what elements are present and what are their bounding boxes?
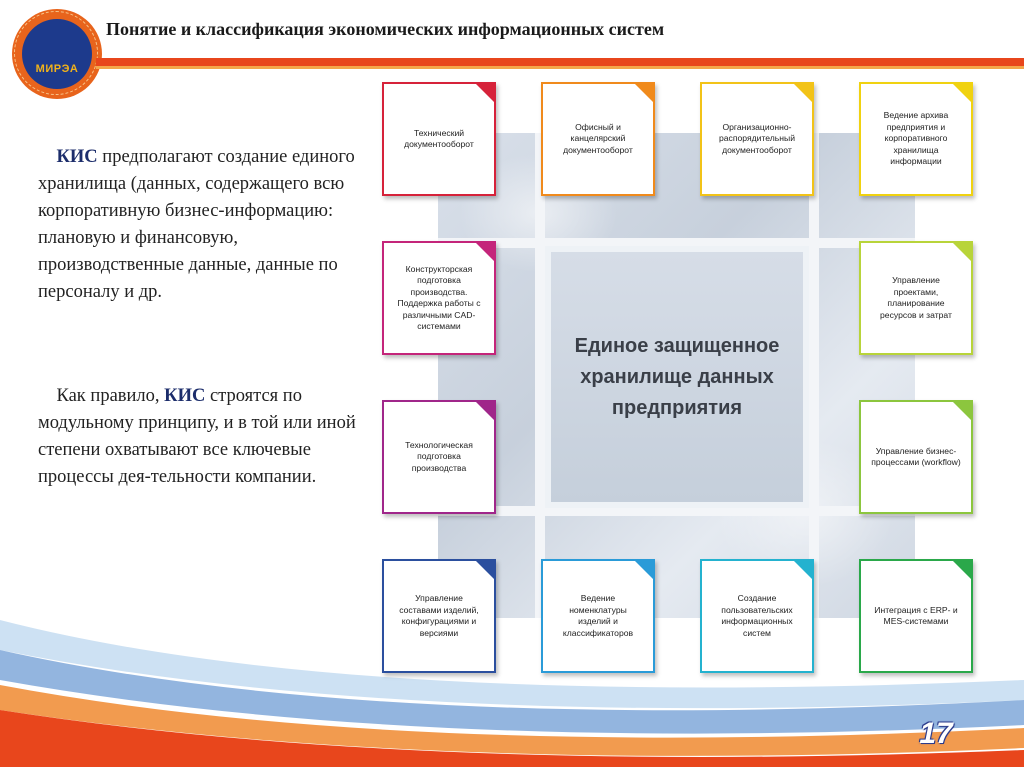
slide-title: Понятие и классификация экономических ин… [106,19,665,39]
module-design-prep: Конструкторская подготовка производства.… [382,241,496,355]
title-underline [96,58,1024,66]
paragraph-text: предполагают создание единого хранилища … [38,147,355,302]
module-erp-mes-integration: Интеграция с ERP- и MES-системами [859,559,973,673]
module-technical-docflow: Технический документооборот [382,82,496,196]
module-custom-is: Создание пользовательских информационных… [700,559,814,673]
module-label: Конструкторская подготовка производства.… [397,263,481,332]
module-label: Технический документооборот [404,127,474,150]
central-data-storage: Единое защищенное хранилище данных предп… [545,246,809,508]
module-admin-docflow: Организационно-распорядительный документ… [700,82,814,196]
central-storage-label: Единое защищенное хранилище данных предп… [574,334,780,419]
logo-emblem: МИРЭА [22,19,92,89]
connector-line [535,133,545,618]
module-label: Управление составами изделий, конфигурац… [399,593,479,638]
paragraph-text: Как правило, [56,386,165,406]
title-underline-accent [96,66,1024,69]
module-label: Создание пользовательских информационных… [721,593,793,638]
module-label: Ведение архива предприятия и корпоративн… [883,110,949,167]
logo-ring [14,11,98,95]
connector-line [438,506,915,516]
module-tech-prep: Технологическая подготовка производства [382,400,496,514]
module-label: Технологическая подготовка производства [405,439,473,473]
page-number: 17 [919,717,953,750]
module-label: Интеграция с ERP- и MES-системами [874,604,958,627]
module-label: Офисный и канцелярский документооборот [563,121,633,155]
footer-wave [0,620,1024,767]
module-nomenclature: Ведение номенклатуры изделий и классифик… [541,559,655,673]
kis-diagram: Единое защищенное хранилище данных предп… [380,78,980,674]
module-workflow: Управление бизнес-процессами (workflow) [859,400,973,514]
module-label: Ведение номенклатуры изделий и классифик… [562,593,634,638]
term-kis: КИС [164,386,206,406]
module-label: Организационно-распорядительный документ… [719,121,795,155]
paragraph-kis-modules: Как правило, КИС строятся по модульному … [38,383,378,491]
university-logo: МИРЭА [12,9,102,99]
module-office-docflow: Офисный и канцелярский документооборот [541,82,655,196]
connector-line [438,238,915,248]
module-archive: Ведение архива предприятия и корпоративн… [859,82,973,196]
connector-line [809,133,819,618]
term-kis: КИС [56,147,98,167]
logo-text: МИРЭА [35,63,79,75]
module-label: Управление проектами, планирование ресур… [880,275,952,320]
module-project-management: Управление проектами, планирование ресур… [859,241,973,355]
module-product-structure: Управление составами изделий, конфигурац… [382,559,496,673]
paragraph-text: строятся по модульному принципу, и в той… [38,386,356,487]
paragraph-kis-storage: КИС предполагают создание единого хранил… [38,144,378,306]
module-label: Управление бизнес-процессами (workflow) [871,445,961,468]
